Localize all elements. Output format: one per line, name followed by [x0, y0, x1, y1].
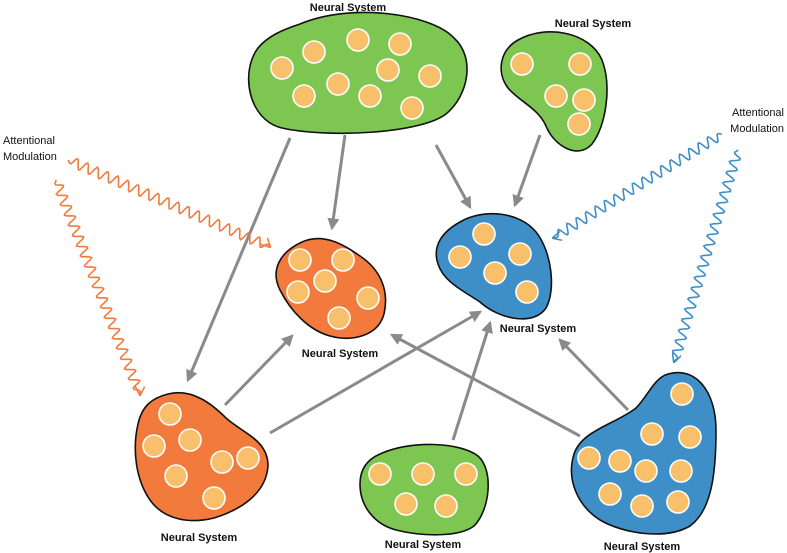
- wave-arrow-left-to-center-orange: [67, 157, 270, 247]
- neuron: [358, 84, 382, 108]
- neuron: [202, 486, 226, 510]
- neuron: [368, 462, 392, 486]
- modulation-label-left-line2: Modulation: [3, 151, 57, 163]
- neuron: [376, 58, 400, 82]
- arrow-bottom-left-orange-to-center-orange: [223, 334, 294, 407]
- neural-system-center-orange: [275, 237, 387, 339]
- neuron: [236, 446, 260, 470]
- wave-arrow-left-to-bottom-left-orange: [53, 179, 141, 395]
- neuron: [178, 428, 202, 452]
- neuron: [669, 459, 693, 483]
- neuron: [634, 459, 658, 483]
- neuron: [302, 40, 326, 64]
- neuron: [327, 306, 351, 330]
- label-bottom-right-blue: Neural System: [604, 541, 681, 553]
- neuron: [598, 482, 622, 506]
- arrow-top-green-to-center-blue: [434, 144, 472, 210]
- label-top-green: Neural System: [310, 2, 387, 14]
- neuron: [164, 464, 188, 488]
- neuron: [630, 494, 654, 518]
- neuron: [346, 28, 370, 52]
- neuron: [434, 494, 458, 518]
- neuron: [670, 382, 694, 406]
- connection-arrows: [186, 134, 630, 441]
- neuron: [454, 462, 478, 486]
- neuron: [678, 425, 702, 449]
- label-center-blue: Neural System: [500, 323, 577, 335]
- wave-arrow-right-to-center-blue: [553, 132, 722, 239]
- label-top-right-green: Neural System: [555, 18, 632, 30]
- label-bottom-green: Neural System: [385, 539, 462, 551]
- blob-shape: [359, 443, 489, 536]
- neuron: [394, 492, 418, 516]
- neuron: [544, 84, 568, 108]
- neuron: [510, 52, 534, 76]
- neuron: [356, 286, 380, 310]
- arrow-bottom-left-orange-to-center-blue: [269, 310, 483, 435]
- neuron: [270, 56, 294, 80]
- neuron: [483, 261, 507, 285]
- neuron: [388, 32, 412, 56]
- neuron: [292, 84, 316, 108]
- neuron: [418, 64, 442, 88]
- neuron: [286, 280, 310, 304]
- neural-system-bottom-green: [359, 443, 489, 536]
- arrow-top-green-to-center-orange: [327, 134, 347, 231]
- neuron: [572, 88, 596, 112]
- neuron: [608, 449, 632, 473]
- neuron: [158, 402, 182, 426]
- neuron: [515, 280, 539, 304]
- neuron: [411, 462, 435, 486]
- neuron: [326, 72, 350, 96]
- arrow-bottom-green-to-center-blue: [451, 320, 493, 441]
- neuron: [400, 96, 424, 120]
- neuron: [313, 269, 337, 293]
- arrow-top-green-to-bottom-left-orange: [186, 137, 292, 383]
- arrow-top-right-green-to-center-blue: [512, 134, 542, 208]
- label-bottom-left-orange: Neural System: [161, 532, 238, 544]
- arrow-bottom-right-blue-to-center-blue: [558, 338, 630, 412]
- neuron: [568, 52, 592, 76]
- neural-system-center-blue: [435, 212, 553, 320]
- arrow-bottom-right-blue-to-center-orange: [389, 333, 581, 438]
- label-center-orange: Neural System: [302, 348, 379, 360]
- neuron: [640, 422, 664, 446]
- modulation-label-right-line2: Modulation: [730, 123, 784, 135]
- neuron: [210, 450, 234, 474]
- neuron: [142, 434, 166, 458]
- modulation-label-left-line1: Attentional: [3, 135, 55, 147]
- neuron: [472, 222, 496, 246]
- neural-system-top-right-green: [500, 31, 608, 152]
- neuron: [567, 112, 591, 136]
- wave-arrow-right-to-bottom-right-blue: [673, 149, 742, 362]
- neuron: [508, 242, 532, 266]
- neuron: [577, 446, 601, 470]
- neuron: [331, 248, 355, 272]
- neural-system-top-green: [247, 11, 468, 135]
- attentional-modulation-arrows: [53, 132, 742, 396]
- neural-system-bottom-left-orange: [134, 391, 269, 522]
- modulation-label-right-line1: Attentional: [732, 107, 784, 119]
- neuron: [666, 490, 690, 514]
- neuron: [288, 248, 312, 272]
- neural-system-bottom-right-blue: [570, 371, 717, 535]
- neuron: [448, 245, 472, 269]
